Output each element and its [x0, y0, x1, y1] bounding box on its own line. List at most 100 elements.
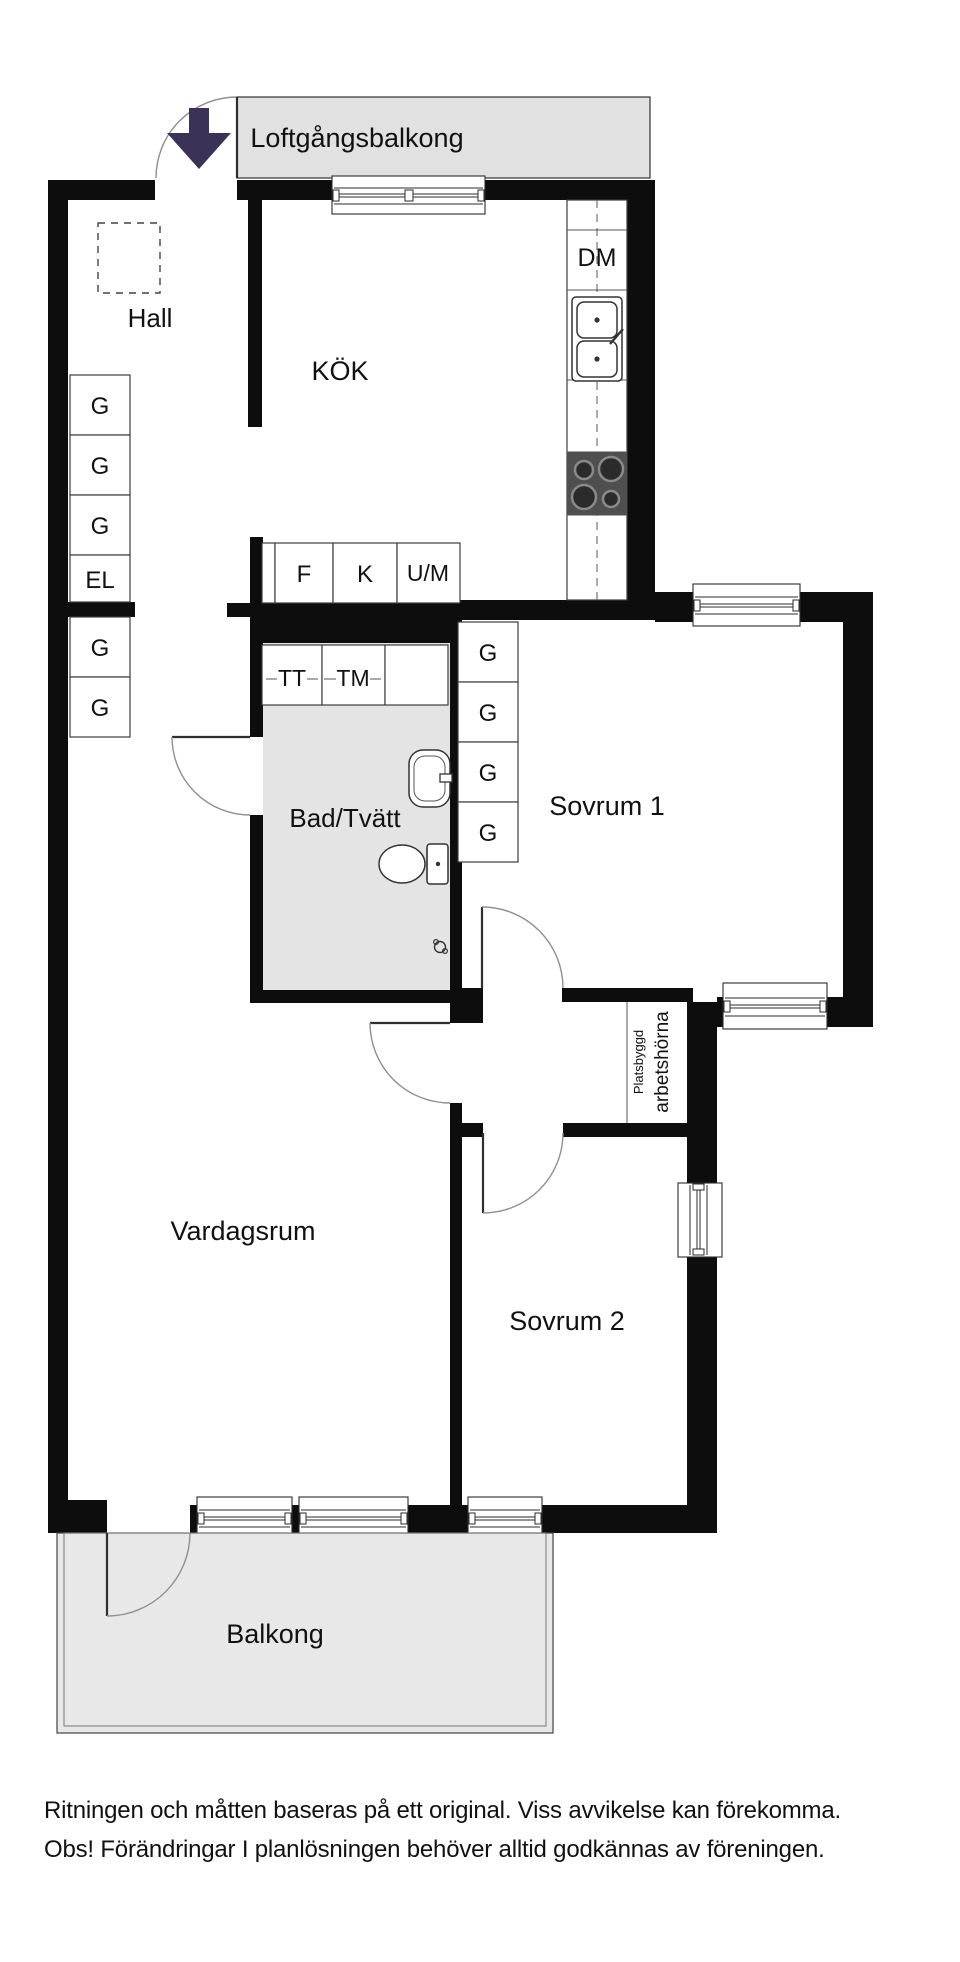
- toilet-button: [435, 861, 441, 867]
- hall-closets-lower: G G: [69, 616, 131, 738]
- washer-label: TM: [336, 665, 369, 691]
- sink-drain: [594, 356, 600, 362]
- closet-cell: [69, 494, 131, 556]
- wall: [48, 180, 155, 200]
- bath-door-arc: [171, 736, 251, 816]
- wall: [627, 200, 655, 600]
- window-bedroom1-top: [692, 583, 801, 627]
- wall: [227, 603, 252, 617]
- disclaimer-line2: Obs! Förändringar I planlösningen behöve…: [44, 1836, 825, 1863]
- living-label: Vardagsrum: [170, 1216, 315, 1246]
- disclaimer-line1: Ritningen och måtten baseras på ett orig…: [44, 1797, 841, 1824]
- bedroom1-label: Sovrum 1: [549, 791, 665, 821]
- wardrobe-label: G: [91, 453, 110, 480]
- entrance: [155, 96, 239, 179]
- room-living: Vardagsrum: [170, 1216, 315, 1246]
- wall: [408, 1505, 468, 1533]
- wall: [250, 815, 263, 1003]
- kitchen-label: KÖK: [311, 356, 368, 386]
- dryer-cell: [261, 644, 323, 706]
- walkway-label: Loftgångsbalkong: [250, 123, 463, 153]
- wall: [250, 990, 462, 1003]
- wall: [48, 1500, 107, 1533]
- wall: [48, 180, 68, 1533]
- workcorner-label-small: Platsbyggd: [631, 1030, 646, 1094]
- wall: [458, 600, 655, 620]
- bath-label: Bad/Tvätt: [289, 803, 401, 833]
- disclaimer: Ritningen och måtten baseras på ett orig…: [44, 1797, 841, 1863]
- room-hall: Hall G G G EL G G: [69, 222, 173, 738]
- wall: [655, 592, 693, 622]
- window-bedroom2-bottom: [467, 1496, 543, 1540]
- wall: [843, 592, 873, 1027]
- wall: [687, 1002, 717, 1533]
- fridge-cell: [274, 542, 334, 604]
- wall: [190, 1505, 200, 1533]
- bedroom2-door-arc: [482, 1132, 564, 1214]
- wall: [542, 1505, 717, 1533]
- burner: [570, 483, 598, 511]
- wall: [563, 1123, 690, 1137]
- bedroom2-label: Sovrum 2: [509, 1306, 625, 1336]
- window-kitchen: [331, 175, 486, 215]
- electrical-label: EL: [85, 567, 114, 594]
- freezer-cell: [332, 542, 398, 604]
- closet-cell: [457, 681, 519, 743]
- wall: [292, 1505, 299, 1533]
- floor-drain-icon: [433, 938, 449, 954]
- closet-cell: [69, 616, 131, 678]
- room-kitchen: KÖK DM: [261, 199, 628, 604]
- window-bedroom1-bottom: [722, 982, 828, 1030]
- toilet-bowl: [378, 844, 426, 884]
- work-corner: Platsbyggd arbetshörna: [626, 1002, 673, 1123]
- wall: [48, 602, 135, 617]
- balcony: Balkong: [56, 1532, 554, 1734]
- wall: [485, 180, 655, 200]
- wall: [248, 200, 262, 427]
- room-bedroom1: Sovrum 1 G G G G: [457, 621, 665, 863]
- wall: [250, 637, 263, 737]
- dryer-label: TT: [278, 665, 306, 691]
- laundry-cell: [384, 644, 449, 706]
- wardrobe-label: G: [91, 695, 110, 722]
- walkway-balcony: Loftgångsbalkong: [236, 96, 651, 179]
- dishwasher-label: DM: [578, 244, 617, 272]
- wall: [562, 988, 693, 1002]
- wardrobe-label: G: [479, 820, 498, 847]
- balcony-label: Balkong: [226, 1619, 324, 1649]
- balcony-floor: [56, 1532, 554, 1734]
- wardrobe-label: G: [91, 513, 110, 540]
- balcony-door-arc: [106, 1532, 191, 1617]
- kitchen-appliance-row: F K U/M: [261, 542, 461, 604]
- windows: [196, 175, 828, 1540]
- burner: [597, 455, 625, 483]
- bedroom1-door-arc: [481, 906, 564, 989]
- walls: [48, 180, 873, 1533]
- entrance-arrow-icon: [167, 108, 231, 169]
- wardrobe-label: G: [91, 393, 110, 420]
- room-bathroom: TT TM Bad/Tvätt: [261, 643, 453, 990]
- wall: [250, 603, 460, 643]
- entrance-door-arc: [155, 96, 238, 179]
- walkway-floor: [236, 96, 651, 179]
- window-living-2: [298, 1496, 409, 1540]
- balcony-inner-rail: [63, 1532, 547, 1727]
- wall: [237, 180, 332, 200]
- freezer-label: K: [357, 561, 373, 588]
- room-bedroom2: Sovrum 2: [509, 1306, 625, 1336]
- window-bedroom2-right: [677, 1182, 723, 1258]
- hall-closets-upper: G G G EL: [69, 374, 131, 603]
- fridge-label: F: [297, 561, 312, 588]
- toilet: [378, 843, 449, 885]
- hall-label: Hall: [128, 303, 173, 333]
- wardrobe-label: G: [479, 640, 498, 667]
- burner: [601, 489, 621, 509]
- closet-cell: [457, 621, 519, 683]
- wall: [450, 988, 483, 1023]
- wall: [250, 537, 263, 603]
- wall: [462, 1123, 483, 1137]
- burner: [573, 459, 595, 481]
- hall-wardrobe-dashed: [97, 222, 161, 294]
